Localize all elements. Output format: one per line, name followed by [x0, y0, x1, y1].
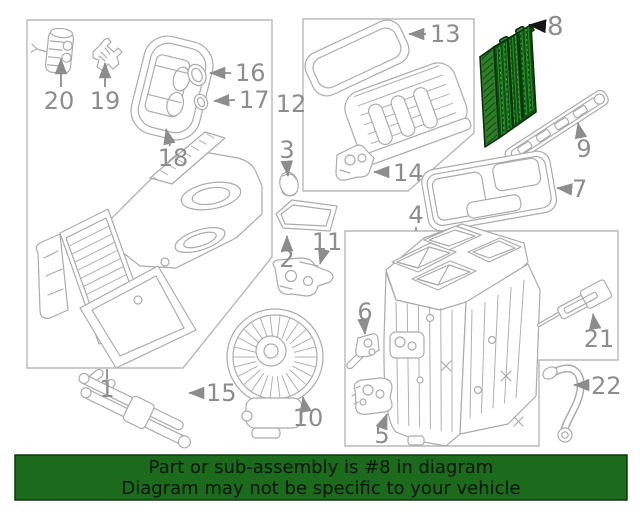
svg-text:18: 18 — [158, 144, 189, 172]
part-15-drawing — [78, 368, 192, 449]
svg-text:5: 5 — [374, 421, 389, 449]
callout-2: 2 — [279, 235, 295, 273]
callout-15: 15 — [188, 379, 237, 407]
callout-17: 17 — [213, 86, 270, 114]
svg-text:1: 1 — [99, 375, 114, 403]
svg-text:4: 4 — [408, 201, 423, 229]
svg-text:14: 14 — [393, 159, 424, 187]
banner-background — [14, 454, 628, 501]
part-10-drawing — [226, 308, 324, 439]
callout-7: 7 — [556, 175, 587, 203]
part-7-drawing — [421, 150, 558, 232]
part-1-drawing — [35, 131, 263, 369]
part-2-drawing — [275, 199, 338, 232]
svg-text:9: 9 — [576, 135, 591, 163]
callout-21: 21 — [584, 313, 615, 353]
intake-housing-drawing — [344, 62, 472, 166]
svg-text:2: 2 — [279, 245, 294, 273]
svg-text:15: 15 — [206, 379, 237, 407]
callout-12: 12 — [276, 90, 307, 118]
part-8-cabin-filter[interactable] — [479, 24, 537, 148]
part-21-drawing — [537, 279, 613, 327]
part-11-drawing — [272, 257, 334, 297]
svg-text:16: 16 — [235, 59, 266, 87]
part-9-drawing — [502, 89, 609, 171]
part-4-drawing — [383, 223, 541, 447]
svg-text:7: 7 — [572, 175, 587, 203]
svg-text:20: 20 — [44, 87, 75, 115]
callout-8-highlighted[interactable]: 8 — [528, 12, 564, 42]
callout-9: 9 — [574, 122, 592, 163]
callout-10: 10 — [293, 396, 324, 432]
part-17-drawing — [193, 93, 209, 111]
svg-text:22: 22 — [591, 372, 622, 400]
callout-18: 18 — [158, 128, 189, 172]
svg-text:21: 21 — [584, 325, 615, 353]
callout-16: 16 — [209, 59, 266, 87]
part-13-drawing — [304, 19, 410, 97]
svg-text:12: 12 — [276, 90, 307, 118]
svg-text:17: 17 — [239, 86, 270, 114]
callout-22: 22 — [573, 372, 622, 400]
part-14-drawing — [335, 144, 375, 181]
callout-13: 13 — [408, 20, 461, 48]
part-6-drawing — [346, 333, 380, 370]
svg-text:13: 13 — [430, 20, 461, 48]
highlight-banner: Part or sub-assembly is #8 in diagram Di… — [14, 454, 628, 501]
part-18-drawing — [130, 35, 214, 141]
svg-text:19: 19 — [90, 87, 121, 115]
svg-text:3: 3 — [279, 136, 294, 164]
callout-14: 14 — [373, 159, 424, 187]
svg-text:10: 10 — [293, 404, 324, 432]
banner-line-2: Diagram may not be specific to your vehi… — [121, 478, 520, 499]
callout-3: 3 — [279, 136, 295, 177]
svg-text:11: 11 — [312, 228, 343, 256]
part-5-drawing — [351, 377, 393, 415]
callout-1: 1 — [99, 369, 115, 403]
part-16-drawing — [187, 63, 207, 87]
callout-20: 20 — [44, 58, 75, 115]
svg-text:8: 8 — [547, 12, 564, 42]
part-22-drawing — [542, 364, 585, 443]
callout-6: 6 — [357, 298, 373, 335]
callout-11: 11 — [312, 228, 343, 265]
part-3-drawing — [279, 171, 299, 197]
callout-5: 5 — [374, 413, 390, 449]
callout-4: 4 — [408, 201, 424, 231]
svg-text:6: 6 — [357, 298, 372, 326]
callout-19: 19 — [90, 62, 121, 115]
banner-line-1: Part or sub-assembly is #8 in diagram — [149, 457, 494, 478]
